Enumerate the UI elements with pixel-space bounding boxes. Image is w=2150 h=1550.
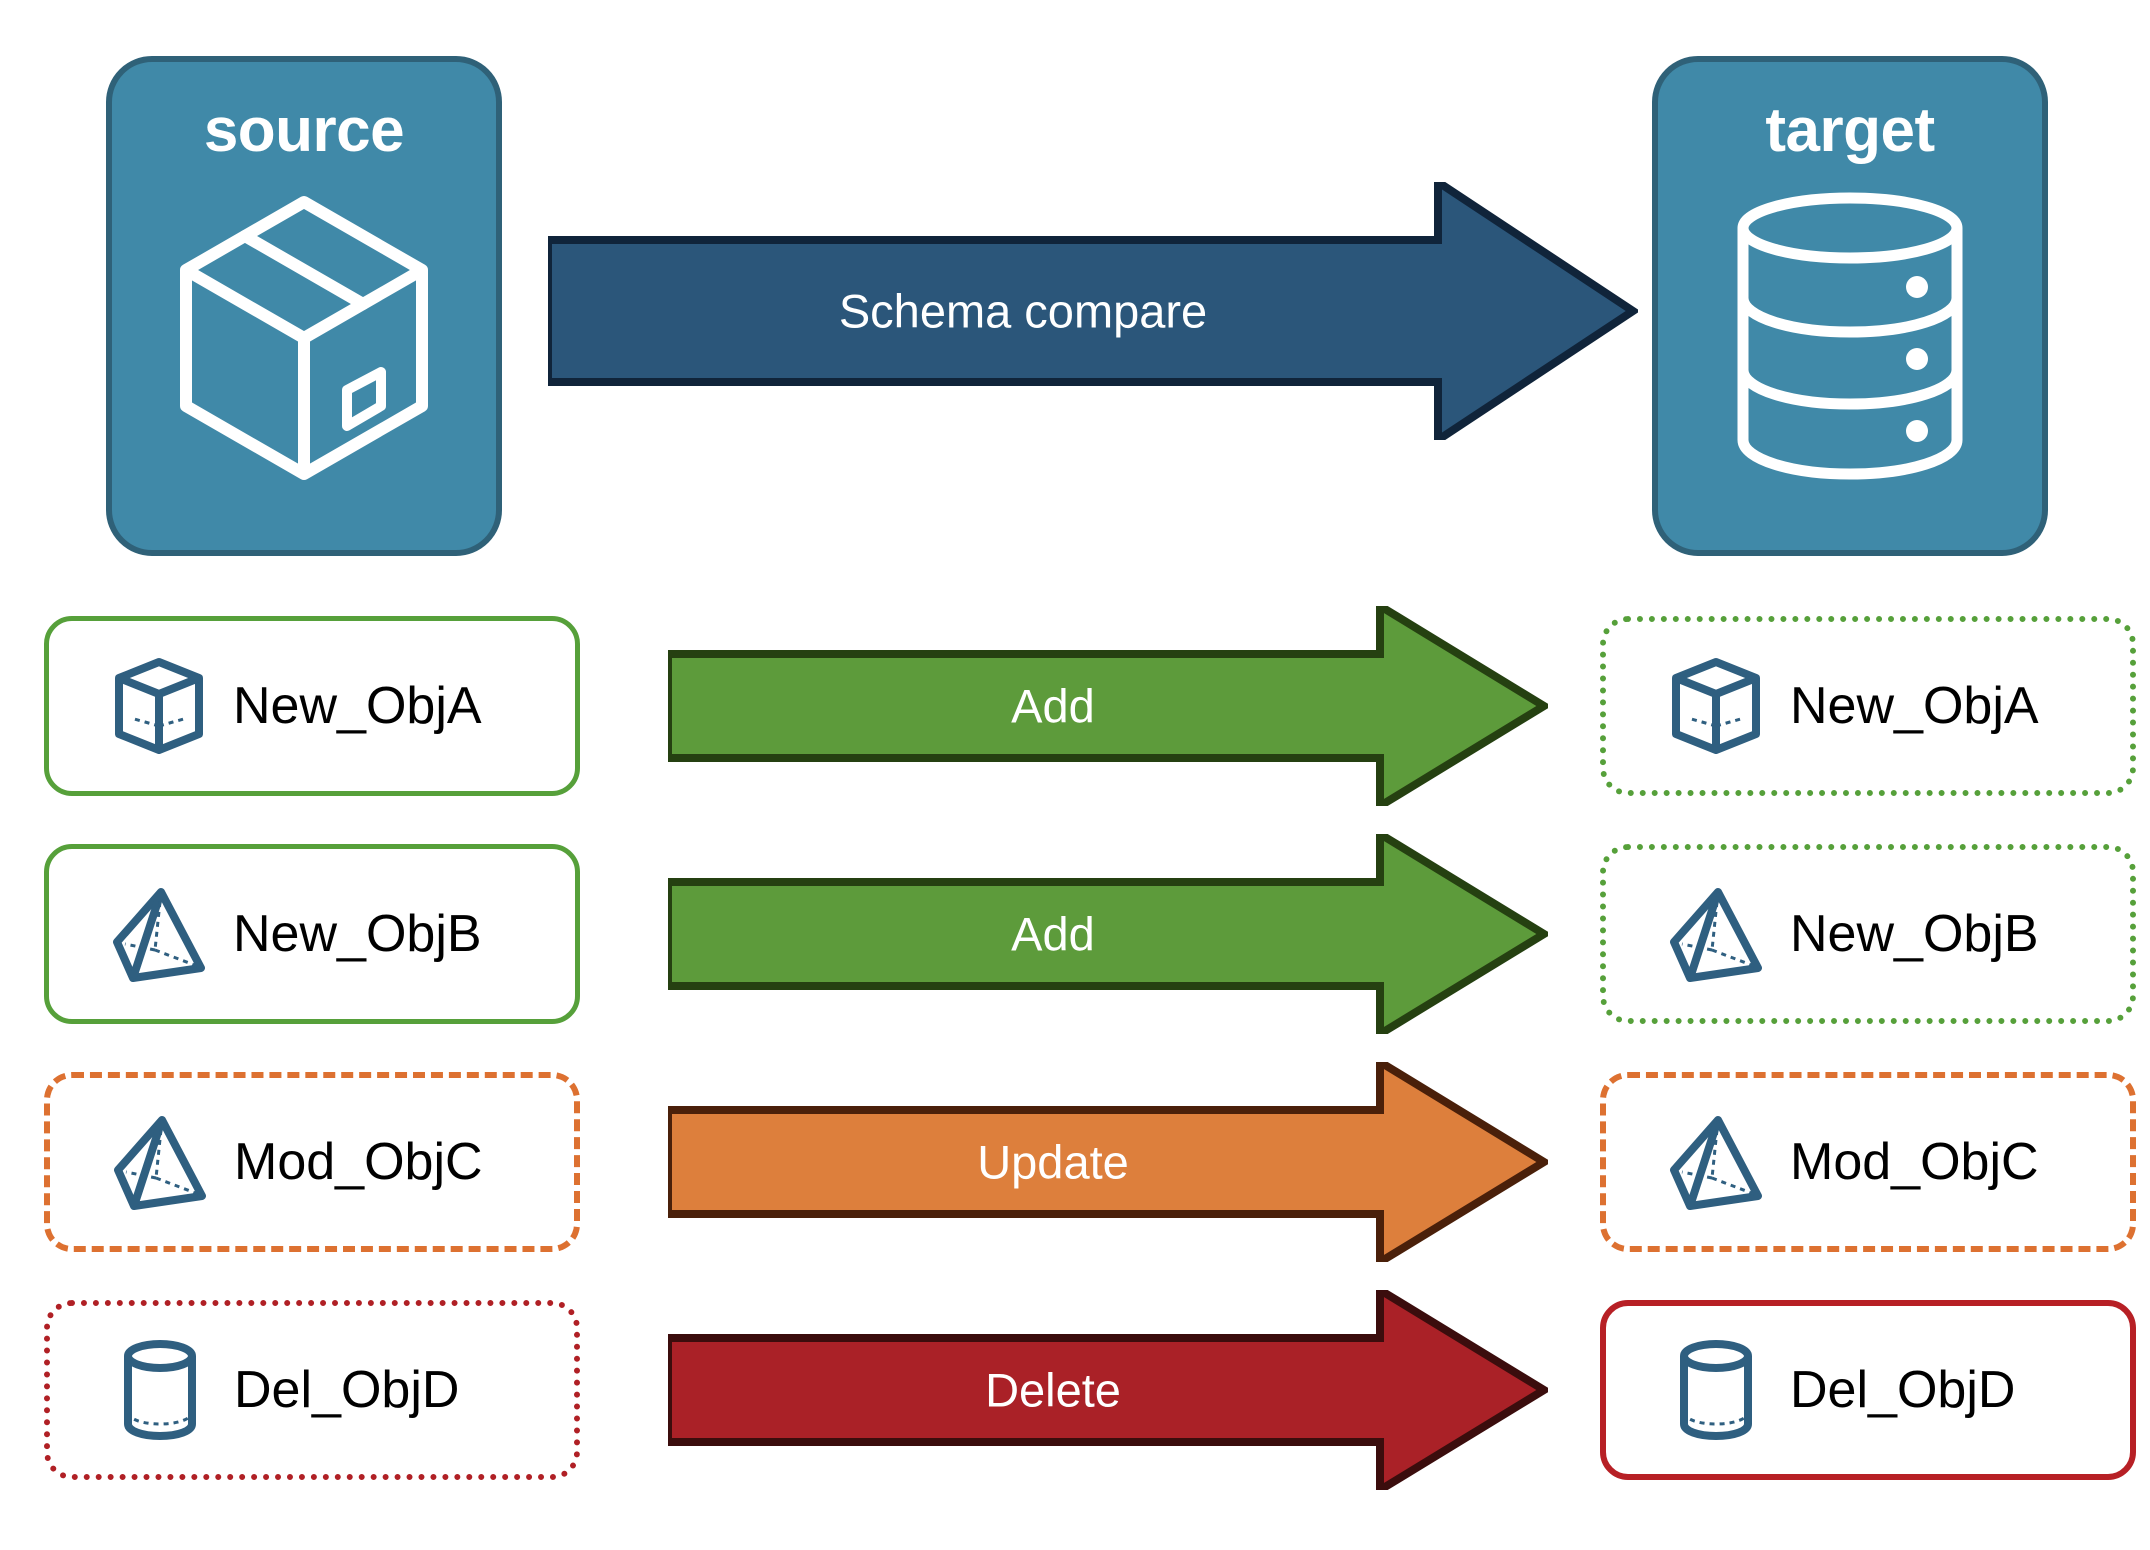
endpoint-card-target[interactable]: target — [1652, 56, 2048, 556]
source-object-card[interactable]: New_ObjB — [44, 844, 580, 1024]
source-object-label: New_ObjB — [233, 905, 482, 963]
schema-compare-arrow[interactable]: Schema compare — [544, 174, 1641, 448]
cylinder-wireframe-icon — [1668, 1338, 1764, 1442]
source-object-label: Del_ObjD — [234, 1361, 460, 1419]
endpoint-card-source[interactable]: source — [106, 56, 502, 556]
source-object-card[interactable]: Del_ObjD — [44, 1300, 580, 1480]
source-object-card[interactable]: Mod_ObjC — [44, 1072, 580, 1252]
cylinder-wireframe-icon — [112, 1338, 208, 1442]
action-arrow-delete[interactable]: Delete — [664, 1282, 1552, 1498]
target-object-label: Mod_ObjC — [1790, 1133, 2039, 1191]
action-arrow-update[interactable]: Update — [664, 1054, 1552, 1270]
source-object-label: New_ObjA — [233, 677, 482, 735]
source-object-card[interactable]: New_ObjA — [44, 616, 580, 796]
action-arrow-shape — [664, 826, 1552, 1042]
cube-wireframe-icon — [111, 656, 207, 756]
endpoint-title-target: target — [1765, 96, 1935, 165]
cube-wireframe-icon — [1668, 656, 1764, 756]
package-box-icon — [169, 184, 439, 489]
target-object-card[interactable]: Del_ObjD — [1600, 1300, 2136, 1480]
source-object-label: Mod_ObjC — [234, 1133, 483, 1191]
pyramid-wireframe-icon — [112, 1112, 208, 1212]
pyramid-wireframe-icon — [1668, 884, 1764, 984]
action-arrow-shape — [664, 1054, 1552, 1270]
action-arrow-add[interactable]: Add — [664, 598, 1552, 814]
target-object-label: New_ObjA — [1790, 677, 2039, 735]
database-cylinder-icon — [1725, 184, 1975, 489]
schema-compare-arrow-shape — [544, 174, 1641, 448]
action-arrow-add[interactable]: Add — [664, 826, 1552, 1042]
action-arrow-shape — [664, 1282, 1552, 1498]
pyramid-wireframe-icon — [1668, 1112, 1764, 1212]
action-arrow-shape — [664, 598, 1552, 814]
target-object-label: New_ObjB — [1790, 905, 2039, 963]
target-object-label: Del_ObjD — [1790, 1361, 2016, 1419]
target-object-card[interactable]: New_ObjB — [1600, 844, 2136, 1024]
endpoint-title-source: source — [203, 96, 405, 165]
pyramid-wireframe-icon — [111, 884, 207, 984]
target-object-card[interactable]: Mod_ObjC — [1600, 1072, 2136, 1252]
target-object-card[interactable]: New_ObjA — [1600, 616, 2136, 796]
